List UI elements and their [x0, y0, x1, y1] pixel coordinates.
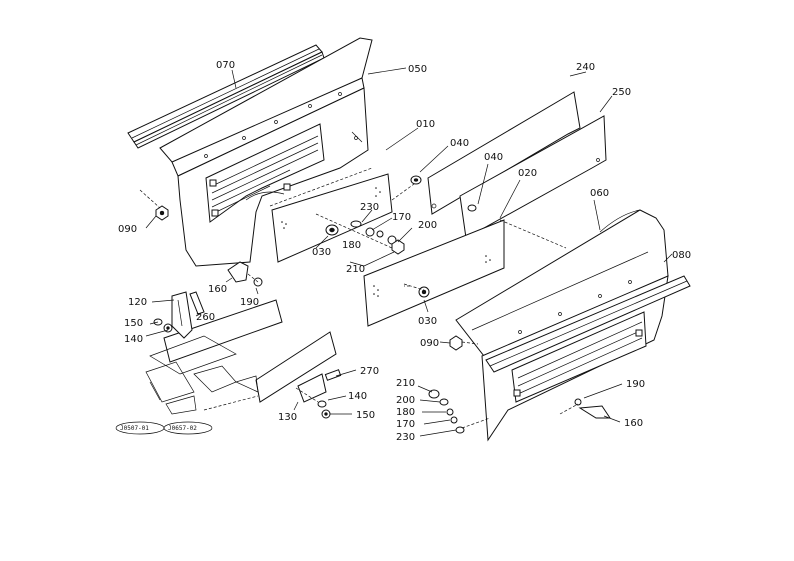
trim-strip-070 [127, 44, 325, 149]
label-190b: 190 [626, 379, 645, 390]
label-200: 200 [418, 220, 437, 231]
ref-code-right: J0657-02 [168, 425, 197, 432]
label-200b: 200 [396, 395, 415, 406]
shield-plate-010 [271, 173, 393, 263]
label-190: 190 [240, 297, 259, 308]
assembly-lines [139, 167, 579, 429]
label-250: 250 [612, 87, 631, 98]
panel-250 [459, 115, 607, 239]
label-180b: 180 [396, 407, 415, 418]
ref-code-left: J0507-01 [120, 425, 149, 432]
clip-160-left [227, 261, 249, 283]
fasteners [153, 175, 582, 434]
reference-codes: J0507-01 J0657-02 [115, 421, 213, 435]
label-090: 090 [118, 224, 137, 235]
label-210: 210 [346, 264, 365, 275]
label-180: 180 [342, 240, 361, 251]
label-150b: 150 [356, 410, 375, 421]
label-020: 020 [518, 168, 537, 179]
label-040b: 040 [484, 152, 503, 163]
label-210b: 210 [396, 378, 415, 389]
trim-strip-080 [485, 275, 691, 373]
label-070: 070 [216, 60, 235, 71]
label-260: 260 [196, 312, 215, 323]
label-090b: 090 [420, 338, 439, 349]
plate-020 [363, 219, 505, 327]
label-060: 060 [590, 188, 609, 199]
label-040: 040 [450, 138, 469, 149]
label-030: 030 [312, 247, 331, 258]
label-080: 080 [672, 250, 691, 261]
label-230: 230 [360, 202, 379, 213]
label-170b: 170 [396, 419, 415, 430]
bracket-130 [297, 369, 342, 403]
label-170: 170 [392, 212, 411, 223]
bracket-120 [171, 291, 193, 339]
side-cover-050 [159, 37, 373, 267]
side-cover-060 [455, 209, 669, 442]
label-030b: 030 [418, 316, 437, 327]
label-120: 120 [128, 297, 147, 308]
bracket-assembly [145, 299, 337, 415]
label-140b: 140 [348, 391, 367, 402]
label-230b: 230 [396, 432, 415, 443]
label-150: 150 [124, 318, 143, 329]
callout-labels: 070 050 010 040 240 250 040 020 060 080 … [118, 60, 691, 443]
strap-260 [189, 291, 205, 315]
label-050: 050 [408, 64, 427, 75]
label-160: 160 [208, 284, 227, 295]
label-160b: 160 [624, 418, 643, 429]
label-240: 240 [576, 62, 595, 73]
label-010: 010 [416, 119, 435, 130]
panel-240 [427, 91, 581, 215]
label-130: 130 [278, 412, 297, 423]
ref-oval-right [163, 421, 213, 435]
label-140: 140 [124, 334, 143, 345]
label-270: 270 [360, 366, 379, 377]
leader-lines [145, 67, 673, 437]
